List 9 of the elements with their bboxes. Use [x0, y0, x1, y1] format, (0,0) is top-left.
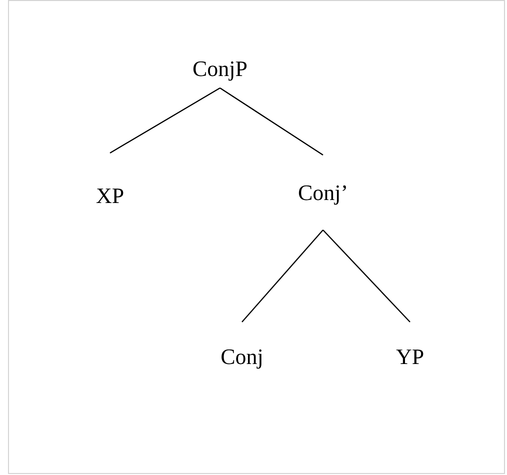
tree-branch [220, 88, 324, 156]
tree-label: Conj [220, 344, 264, 370]
tree-label: YP [396, 344, 424, 370]
tree-branch [110, 87, 220, 154]
tree-label: Conj’ [298, 180, 348, 206]
tree-label: ConjP [192, 56, 248, 82]
tree-branch [322, 230, 410, 322]
tree-branch [242, 230, 324, 322]
tree-label: XP [96, 183, 124, 209]
